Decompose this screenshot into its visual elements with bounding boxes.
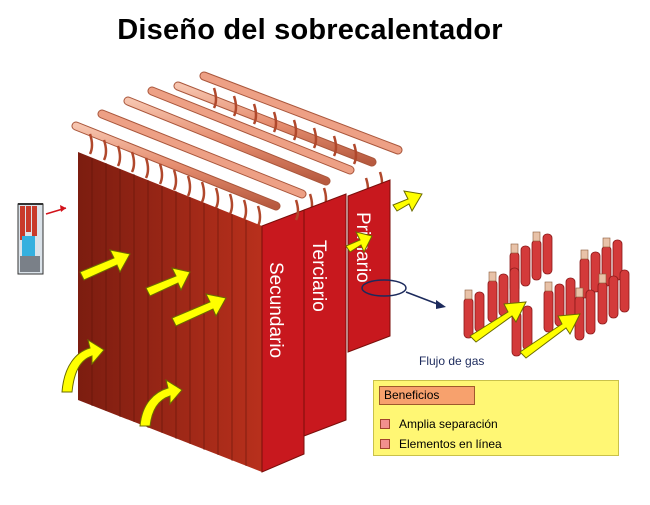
- flow-arrow-icon: [392, 190, 423, 213]
- curved-flow-arrow-icon: [139, 378, 183, 427]
- primary-header-pipes: [173, 71, 403, 199]
- benefits-header: Beneficios: [379, 386, 475, 405]
- inline-elements-detail: [463, 231, 630, 359]
- benefit-item: Amplia separación: [380, 417, 498, 431]
- secondary-label: Secundario: [265, 262, 286, 358]
- detail-flow-arrow-icon: [519, 313, 581, 359]
- callout-arrow-icon: [405, 291, 441, 306]
- flow-arrow-icon: [171, 293, 227, 327]
- gas-flow-arrows: [61, 190, 423, 427]
- flow-arrow-icon: [79, 249, 131, 281]
- boiler-schematic-icon: [17, 203, 44, 275]
- secondary-section: Secundario: [71, 109, 307, 473]
- square-bullet-icon: [380, 419, 390, 429]
- benefit-item-label: Elementos en línea: [399, 437, 502, 451]
- benefit-item: Elementos en línea: [380, 437, 502, 451]
- benefits-box: Beneficios Amplia separación Elementos e…: [373, 380, 619, 456]
- detail-flow-arrow-icon: [469, 301, 527, 343]
- flow-arrow-icon: [345, 231, 373, 254]
- square-bullet-icon: [380, 439, 390, 449]
- page-title: Diseño del sobrecalentador: [117, 14, 503, 46]
- tertiary-label: Terciario: [308, 240, 329, 312]
- gas-flow-label: Flujo de gas: [419, 354, 485, 368]
- benefit-item-label: Amplia separación: [399, 417, 498, 431]
- tertiary-header-pipes: [123, 86, 355, 221]
- primary-section: Primario: [173, 71, 403, 353]
- callout-ellipse: [361, 279, 407, 297]
- flow-arrow-icon: [145, 267, 191, 297]
- curved-flow-arrow-icon: [61, 338, 105, 393]
- secondary-header-pipes: [71, 109, 307, 227]
- tertiary-section: Terciario: [123, 86, 355, 437]
